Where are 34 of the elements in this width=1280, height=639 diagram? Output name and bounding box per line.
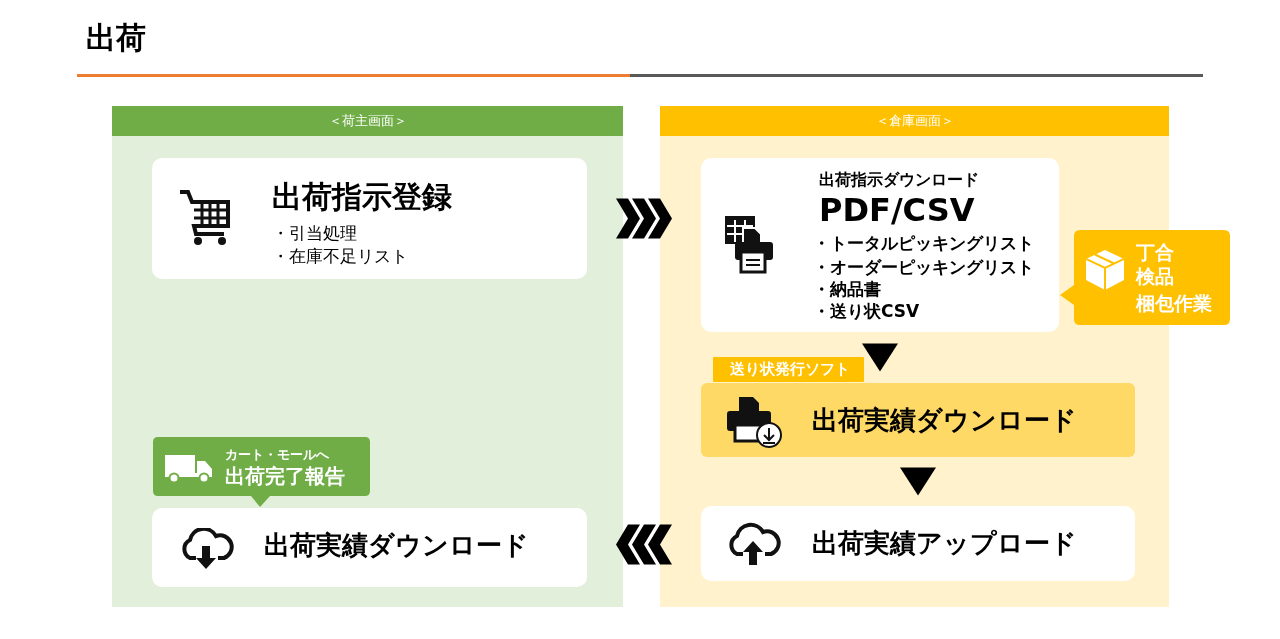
list-item: ・トータルピッキングリスト bbox=[813, 234, 1034, 254]
process-card bbox=[152, 158, 587, 279]
process-band bbox=[701, 383, 1135, 457]
chevron-arrow bbox=[616, 524, 672, 565]
card-subtitle: 出荷指示ダウンロード bbox=[819, 170, 979, 190]
screen-panel bbox=[112, 106, 623, 607]
callout-text: 丁合 bbox=[1136, 242, 1174, 264]
page-title: 出荷 bbox=[86, 19, 146, 57]
callout-text: カート・モールへ bbox=[225, 447, 329, 463]
process-card bbox=[701, 158, 1059, 332]
list-item: ・在庫不足リスト bbox=[272, 247, 408, 267]
software-tag bbox=[712, 356, 865, 383]
card-title: 出荷実績ダウンロード bbox=[264, 531, 529, 561]
list-item: ・オーダーピッキングリスト bbox=[813, 258, 1034, 278]
speech-bubble bbox=[1060, 230, 1230, 325]
process-card bbox=[701, 506, 1135, 581]
card-title: 出荷指示登録 bbox=[272, 179, 452, 215]
callout-text: 梱包作業 bbox=[1136, 293, 1212, 315]
card-title: PDF/CSV bbox=[819, 191, 975, 229]
callout-text: 出荷完了報告 bbox=[225, 464, 345, 488]
band-title: 出荷実績ダウンロード bbox=[812, 406, 1077, 436]
list-item: ・引当処理 bbox=[272, 224, 357, 244]
speech-bubble bbox=[153, 437, 370, 507]
tag-label: 送り状発行ソフト bbox=[728, 361, 851, 379]
chevron-arrow bbox=[616, 198, 672, 239]
card-title: 出荷実績アップロード bbox=[812, 529, 1077, 559]
list-item: ・納品書 bbox=[813, 280, 881, 300]
down-arrow bbox=[862, 343, 898, 372]
callout-text: 検品 bbox=[1136, 266, 1174, 288]
process-card bbox=[152, 508, 587, 587]
panel-header: ＜倉庫画面＞ bbox=[660, 106, 1169, 136]
panel-header: ＜荷主画面＞ bbox=[112, 106, 623, 136]
list-item: ・送り状CSV bbox=[813, 302, 920, 322]
down-arrow bbox=[900, 467, 936, 496]
